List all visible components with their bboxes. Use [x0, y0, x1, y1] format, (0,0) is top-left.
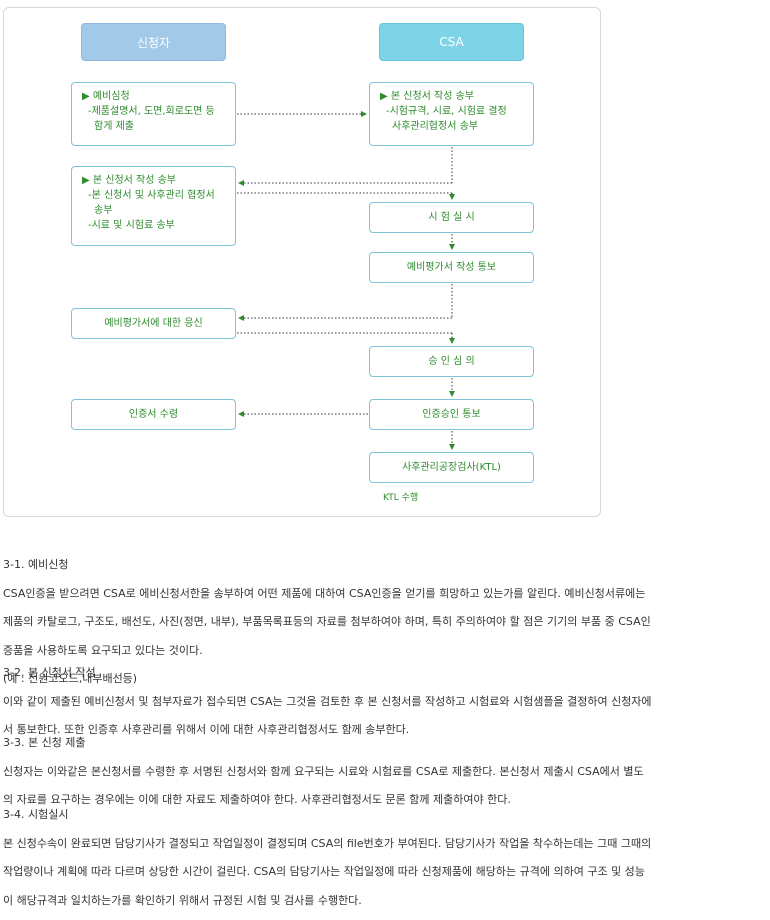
section-3-1: 3-1. 예비신청 CSA인증을 받으려면 CSA로 에비신청서한을 송부하여 … — [3, 545, 765, 699]
applicant-send-line-2: -본 신청서 및 사후관리 협정서 — [88, 190, 215, 201]
section-3-4: 3-4. 시험실시 본 신청수속이 완료되면 담당기사가 결정되고 작업일정이 … — [3, 795, 765, 920]
applicant-send-line-1: ▶ 본 신청서 작성 송부 — [82, 175, 177, 186]
applicant-send-line-4: -시료 및 시험료 송부 — [88, 220, 175, 231]
section-3-2-line-1: 이와 같이 제출된 예비신청서 및 첨부자료가 접수되면 CSA는 그것을 검토… — [3, 694, 652, 708]
certification-notice-box: 인증승인 통보 — [369, 399, 534, 430]
prelim-line-2: -제품설명서, 도면,회로도면 등 — [88, 106, 215, 117]
section-3-1-title: 3-1. 예비신청 — [3, 558, 69, 571]
csa-send-application-box: ▶ 본 신청서 작성 송부 -시험규격, 시료, 시험료 결정 사후관리협정서 … — [369, 82, 534, 146]
prelim-evaluation-notice-box: 예비평가서 작성 통보 — [369, 252, 534, 283]
applicant-header: 신청자 — [81, 23, 226, 61]
section-3-3: 3-3. 본 신청 제출 신청자는 이와같은 본신청서를 수령한 후 서명된 신… — [3, 723, 765, 820]
prelim-application-box: ▶ 예비심청 -제품설명서, 도면,회로도면 등 함게 제출 — [71, 82, 236, 146]
csa-send-line-3: 사후관리협정서 송부 — [392, 121, 478, 132]
csa-header: CSA — [379, 23, 524, 61]
section-3-4-line-3: 이 해당규격과 일치하는가를 확인하기 위해서 규정된 시험 및 검사를 수행한… — [3, 893, 362, 907]
section-3-4-line-1: 본 신청수속이 완료되면 담당기사가 결정되고 작업일정이 결정되며 CSA의 … — [3, 836, 652, 850]
csa-send-line-1: ▶ 본 신청서 작성 송부 — [380, 91, 475, 102]
approval-review-box: 승 인 심 의 — [369, 346, 534, 377]
section-3-2: 3-2. 본 신청서 작성 이와 같이 제출된 예비신청서 및 첨부자료가 접수… — [3, 653, 765, 750]
applicant-send-application-box: ▶ 본 신청서 작성 송부 -본 신청서 및 사후관리 협정서 송부 -시료 및… — [71, 166, 236, 246]
flow-connectors — [237, 111, 455, 450]
section-3-3-line-1: 신청자는 이와같은 본신청서를 수령한 후 서명된 신청서와 함께 요구되는 시… — [3, 764, 644, 778]
ktl-note: KTL 수행 — [383, 493, 419, 503]
section-3-3-line-2: 의 자료를 요구하는 경우에는 이에 대한 자료도 제출하여야 한다. 사후관리… — [3, 793, 511, 806]
prelim-line-1: ▶ 예비심청 — [82, 91, 130, 102]
section-3-1-line-1: CSA인증을 받으려면 CSA로 에비신청서한을 송부하여 어떤 제품에 대하여… — [3, 586, 646, 600]
section-3-3-title: 3-3. 본 신청 제출 — [3, 736, 86, 749]
section-3-4-line-2: 작업량이나 계획에 따라 다르며 상당한 시간이 걸린다. CSA의 담당기사는… — [3, 865, 645, 878]
csa-send-line-2: -시험규격, 시료, 시험료 결정 — [386, 106, 507, 117]
section-3-1-line-2: 제품의 카탈로그, 구조도, 배선도, 사진(정면, 내부), 부품목록표등의 … — [3, 615, 651, 628]
prelim-line-3: 함게 제출 — [94, 121, 134, 132]
certificate-receive-box: 인증서 수령 — [71, 399, 236, 430]
section-3-2-title: 3-2. 본 신청서 작성 — [3, 666, 96, 679]
section-3-1-line-4: (예 : 전원코오드,내부배선등) — [3, 672, 138, 685]
evaluation-response-box: 예비평가서에 대한 응신 — [71, 308, 236, 339]
section-3-1-line-3: 증품을 사용하도록 요구되고 있다는 것이다. — [3, 643, 203, 657]
test-execution-box: 시 험 실 시 — [369, 202, 534, 233]
section-3-4-title: 3-4. 시험실시 — [3, 808, 69, 821]
section-3-2-line-2: 서 통보한다. 또한 인증후 사후관리를 위해서 이에 대한 사후관리협정서도 … — [3, 723, 410, 736]
factory-inspection-box: 사후관리공장검사(KTL) — [369, 452, 534, 483]
applicant-send-line-3: 송부 — [94, 205, 113, 216]
